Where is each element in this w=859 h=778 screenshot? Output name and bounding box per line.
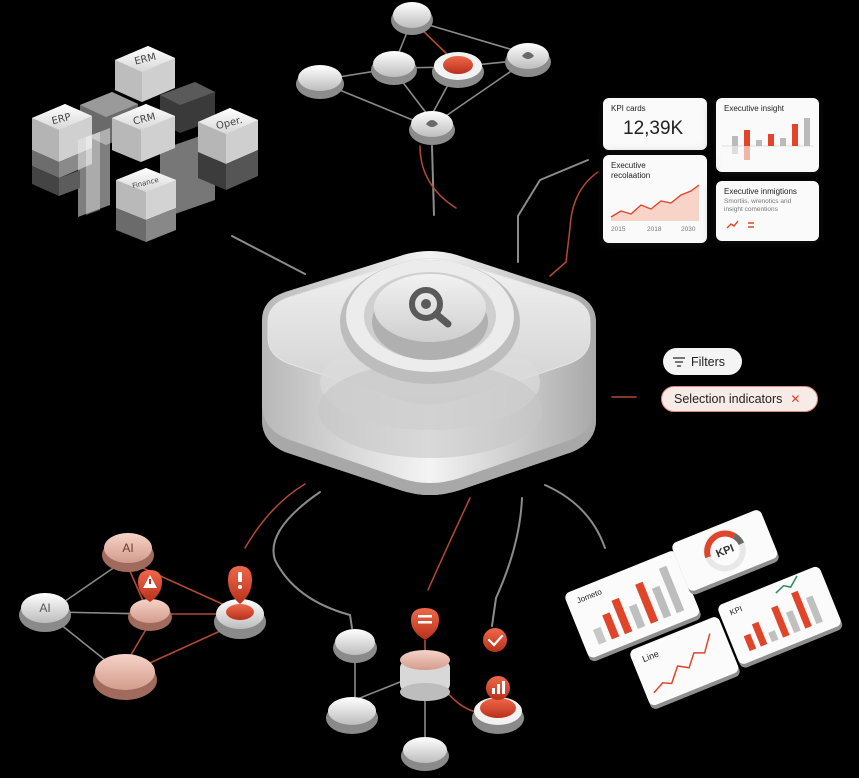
chart-card-stack: Jometo KPI Line: [565, 510, 843, 709]
x-label-2: 2030: [681, 226, 696, 233]
leaf-icon: [426, 120, 438, 127]
ai-node-bottom: [93, 654, 157, 700]
kpi-bars-title: KPI: [728, 604, 743, 617]
node-right: [505, 43, 551, 77]
card-line: Line: [630, 617, 740, 709]
recolaation-title-line1: Executive: [611, 161, 646, 170]
bar-chart: [592, 565, 685, 645]
cube-bottom-left: [32, 166, 80, 196]
filters-pill[interactable]: Filters: [663, 348, 742, 375]
card-kpi-bars: KPI: [718, 566, 843, 668]
close-icon[interactable]: ✕: [790, 392, 801, 406]
x-label-1: 2018: [647, 226, 662, 233]
check-icon: [487, 634, 504, 647]
cube-label-crm: CRM: [132, 112, 157, 128]
top-node-network: [296, 2, 551, 145]
selection-indicators-pill[interactable]: Selection indicators ✕: [661, 386, 818, 412]
node-b2: [326, 697, 378, 734]
link-icon: [748, 222, 754, 228]
data-source-cubes: ERM ERP CRM Oper.: [32, 46, 258, 242]
cube-oper: Oper.: [198, 108, 258, 190]
kpi-card-title: KPI cards: [611, 104, 646, 113]
mini-icons: [726, 220, 754, 229]
search-magnifier-icon: [409, 287, 452, 328]
selection-indicators-label: Selection indicators: [674, 392, 783, 406]
inmigtions-desc-1: Smortiis, wrenotics and: [724, 198, 792, 205]
node-left: [296, 65, 344, 99]
card-kpi-gauge: KPI: [672, 510, 779, 595]
insight-bar-chart: [722, 118, 814, 160]
card-jometo: Jometo: [565, 551, 701, 662]
central-hub: [262, 251, 596, 495]
inmigtions-title: Executive inmigtions: [724, 187, 797, 196]
x-label-0: 2015: [611, 226, 626, 233]
ai-node-network: AI AI: [19, 533, 266, 700]
kpi-card: KPI cards 12,39K: [603, 98, 707, 150]
ai-label-top: AI: [122, 541, 133, 555]
node-center: [371, 51, 417, 85]
trend-icon: [726, 220, 739, 229]
ai-label-left: AI: [39, 601, 50, 615]
node-chart-accent: [472, 676, 524, 734]
cube-label-erp: ERP: [51, 112, 72, 127]
inmigtions-desc-2: insight comentions: [724, 206, 778, 213]
ai-node-left: AI: [19, 593, 71, 632]
leaf-icon: [522, 52, 534, 59]
node-accent: [432, 52, 484, 88]
kpi-card-value: 12,39K: [623, 118, 684, 139]
exclamation-icon: [238, 572, 242, 582]
cube-label-erm: ERM: [133, 52, 157, 68]
recolaation-area-chart: [610, 184, 700, 221]
connector-lines: [231, 145, 637, 629]
ai-node-top: AI: [102, 533, 154, 572]
bar-chart-icon: [492, 681, 505, 694]
insight-card-title: Executive insight: [724, 104, 785, 113]
line-series: [653, 633, 711, 694]
alert-node-middle: [128, 570, 172, 631]
node-top: [391, 2, 433, 35]
bottom-node-network: [326, 608, 524, 771]
executive-recolaation-card: Executive recolaation 2015 2018 2030: [603, 155, 707, 243]
message-icon: [418, 615, 432, 624]
node-b1: [333, 629, 377, 663]
filter-lines-icon: [673, 356, 685, 367]
cube-erm: ERM: [115, 46, 175, 102]
recolaation-title-line2: recolaation: [611, 171, 651, 180]
check-badge: [483, 628, 507, 652]
executive-insight-card: Executive insight: [716, 98, 819, 172]
node-bottom: [409, 111, 455, 145]
alert-node-right: [214, 566, 266, 639]
node-b3: [401, 737, 449, 771]
filters-label: Filters: [691, 354, 726, 369]
kpi-bar-chart: [743, 590, 823, 652]
cube-crm: CRM: [112, 104, 175, 162]
executive-inmigtions-card: Executive inmigtions Smortiis, wrenotics…: [716, 181, 819, 241]
node-message-stack: [400, 608, 450, 701]
cube-finance: Finance: [116, 168, 176, 242]
